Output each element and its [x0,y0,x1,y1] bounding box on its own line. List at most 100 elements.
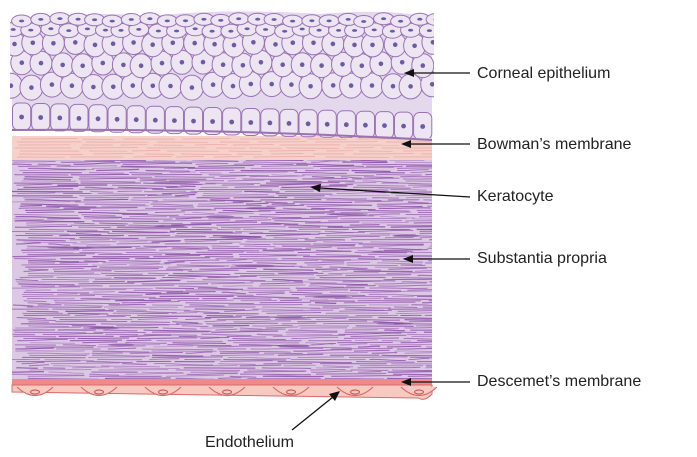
stroma-fiber [261,199,322,200]
cell-nucleus [118,29,123,32]
cell-nucleus [93,43,98,48]
stroma-fiber [425,262,453,263]
cell-nucleus [210,119,215,124]
cell-nucleus [427,29,432,32]
cell-nucleus [66,29,71,32]
cell-nucleus [57,17,62,20]
stroma-fiber [426,366,454,367]
descemets-membrane-layer [12,379,432,385]
cell-nucleus [236,17,241,20]
bowman-fiber [269,151,315,152]
stroma-fiber [27,307,101,308]
cell-nucleus [336,29,341,32]
stroma-fiber [342,162,387,163]
stroma-fiber [414,222,462,223]
cell-nucleus [180,60,185,65]
cell-nucleus [96,116,101,121]
cell-nucleus [412,44,417,49]
cell-nucleus [408,84,413,89]
cell-nucleus [134,117,139,122]
cell-nucleus [156,30,161,33]
stroma-fiber [239,255,310,256]
stroma-fiber [296,288,365,289]
stroma-fiber [93,292,114,293]
stroma-fiber [18,166,51,167]
cell-nucleus [115,117,120,122]
cell-nucleus [229,120,234,125]
stroma-fiber [384,250,428,251]
cell-nucleus [92,18,97,21]
cell-nucleus [430,82,435,87]
cell-nucleus [290,20,295,23]
stroma-fiber [185,290,237,291]
cell-nucleus [70,83,75,88]
stroma-fiber [78,283,134,284]
stroma-fiber [89,173,124,174]
stroma-fiber [240,365,282,366]
stroma-fiber [85,204,146,205]
stroma-fiber [155,212,185,213]
stroma-fiber [243,179,298,180]
stroma-fiber [133,223,183,224]
stroma-fiber [428,261,462,262]
keratocyte-cell [372,250,414,253]
cell-nucleus [165,20,170,23]
cell-nucleus [311,41,316,46]
cell-nucleus [325,122,330,127]
cell-nucleus [131,40,136,45]
stroma-fiber [13,162,55,163]
stroma-fiber [184,239,242,240]
bowman-fiber [132,151,160,152]
stroma-fiber [337,248,374,249]
stroma-fiber [57,166,117,167]
stroma-fiber [167,292,216,293]
cell-nucleus [331,42,336,47]
stroma-fiber [142,372,183,373]
cell-nucleus [352,29,357,32]
keratocyte-cell [275,317,310,320]
stroma-fiber [344,338,399,339]
cell-nucleus [80,64,85,69]
stroma-fiber [176,370,240,371]
stroma-fiber [211,246,239,247]
cell-nucleus [370,43,375,48]
stroma-fiber [369,288,427,289]
stroma-fiber [153,206,194,207]
stroma-fiber [253,326,293,327]
cell-nucleus [282,30,287,33]
stroma-fiber [229,172,288,173]
stroma-fiber [11,372,44,373]
cell-nucleus [39,61,44,66]
cell-nucleus [408,29,413,32]
cell-nucleus [361,20,366,23]
stroma-fiber [84,217,122,218]
stroma-fiber [315,303,336,304]
cell-nucleus [77,116,82,121]
stroma-fiber [203,313,258,314]
cell-nucleus [129,18,134,21]
cell-nucleus [372,29,377,32]
cell-nucleus [300,28,305,31]
corneal-epithelium-layer [0,11,446,140]
cell-nucleus [111,41,116,46]
stroma-fiber [276,212,335,213]
stroma-fiber [431,243,489,244]
stroma-fiber [351,239,422,240]
cell-nucleus [263,28,268,31]
stroma-fiber [419,216,477,217]
cell-nucleus [248,120,253,125]
cell-nucleus [251,40,256,45]
cell-nucleus [360,63,365,68]
keratocyte-cell [313,296,353,299]
stroma-fiber [25,267,97,268]
cell-nucleus [331,83,336,88]
stroma-fiber [146,171,190,172]
cell-nucleus [340,62,345,67]
cell-nucleus [29,85,34,90]
cell-nucleus [191,119,196,124]
stroma-fiber [350,290,401,291]
cell-nucleus [38,115,43,120]
stroma-fiber [253,260,319,261]
cell-nucleus [255,18,260,21]
cell-nucleus [241,63,246,68]
